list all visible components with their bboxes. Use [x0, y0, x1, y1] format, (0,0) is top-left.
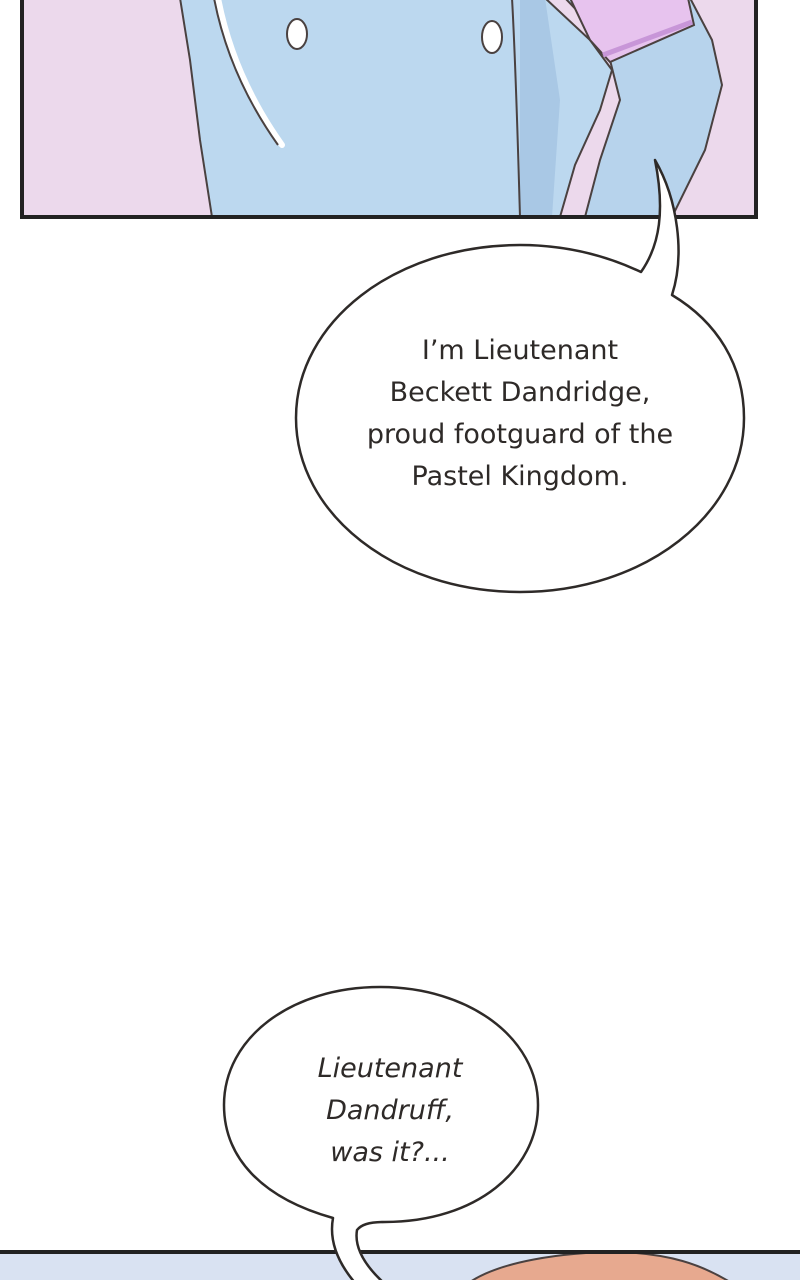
coat-seam	[511, 0, 521, 218]
speech-bubble-1-line-4: Pastel Kingdom.	[411, 461, 629, 492]
coat-button-left	[286, 18, 308, 50]
speech-bubble-2-line-3: was it?...	[330, 1137, 450, 1168]
coat-button-right	[481, 20, 503, 54]
speech-bubble-2-text: Lieutenant Dandruff, was it?...	[260, 1048, 520, 1174]
sleeve-band	[569, 0, 696, 64]
sleeve-band-stripe	[602, 19, 693, 58]
coat-highlight	[215, 0, 285, 148]
coat-body	[179, 0, 614, 218]
speech-bubble-2-line-1: Lieutenant	[317, 1053, 463, 1084]
speech-bubble-1	[294, 158, 746, 594]
speech-bubble-1-line-1: I’m Lieutenant	[421, 335, 619, 366]
speech-bubble-1-line-2: Beckett Dandridge,	[389, 377, 651, 408]
top-panel	[20, 0, 758, 219]
speech-bubble-2	[222, 985, 540, 1280]
speech-bubble-1-text: I’m Lieutenant Beckett Dandridge, proud …	[320, 330, 720, 498]
speech-bubble-1-shape	[294, 158, 746, 594]
speech-bubble-1-line-3: proud footguard of the	[366, 419, 674, 450]
speech-bubble-2-shape	[222, 985, 540, 1280]
speech-bubble-2-line-2: Dandruff,	[326, 1095, 454, 1126]
top-panel-border	[20, 0, 758, 219]
coat-outline	[213, 0, 279, 146]
bottom-panel	[0, 1250, 800, 1280]
coat-shading	[520, 0, 560, 217]
